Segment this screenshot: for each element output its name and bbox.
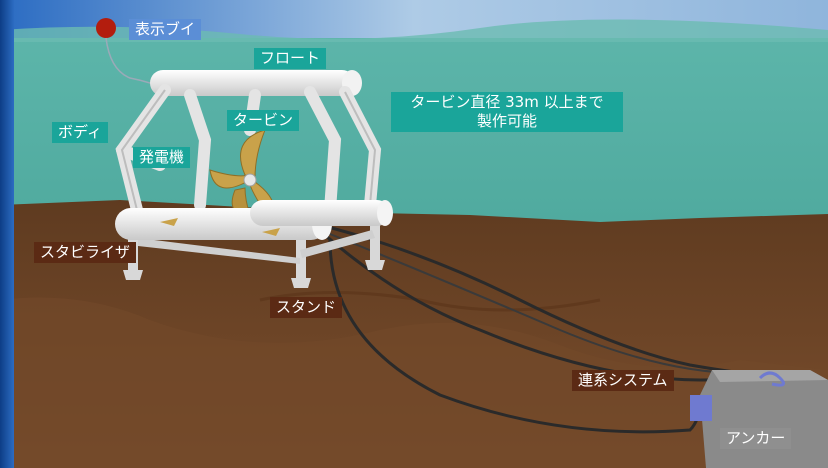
label-grid-connection: 連系システム [572,370,674,391]
label-body: ボディ [52,122,108,143]
label-float: フロート [254,48,327,69]
label-turbine-size-line2: 製作可能 [476,112,537,130]
marker-buoy-icon [96,18,116,38]
label-stand: スタンド [270,297,343,318]
stabilizers [115,200,393,240]
label-generator: 発電機 [133,147,191,168]
label-anchor: アンカー [720,428,792,449]
label-turbine-size: タービン直径 33m 以上まで 製作可能 [391,92,623,132]
anchor-block [690,370,828,468]
label-turbine-size-line1: タービン直径 33m 以上まで [410,93,604,111]
label-marker-buoy: 表示ブイ [129,19,202,40]
label-turbine: タービン [227,110,300,131]
left-edge-band [0,0,14,468]
label-stabilizer: スタビライザ [34,242,137,263]
